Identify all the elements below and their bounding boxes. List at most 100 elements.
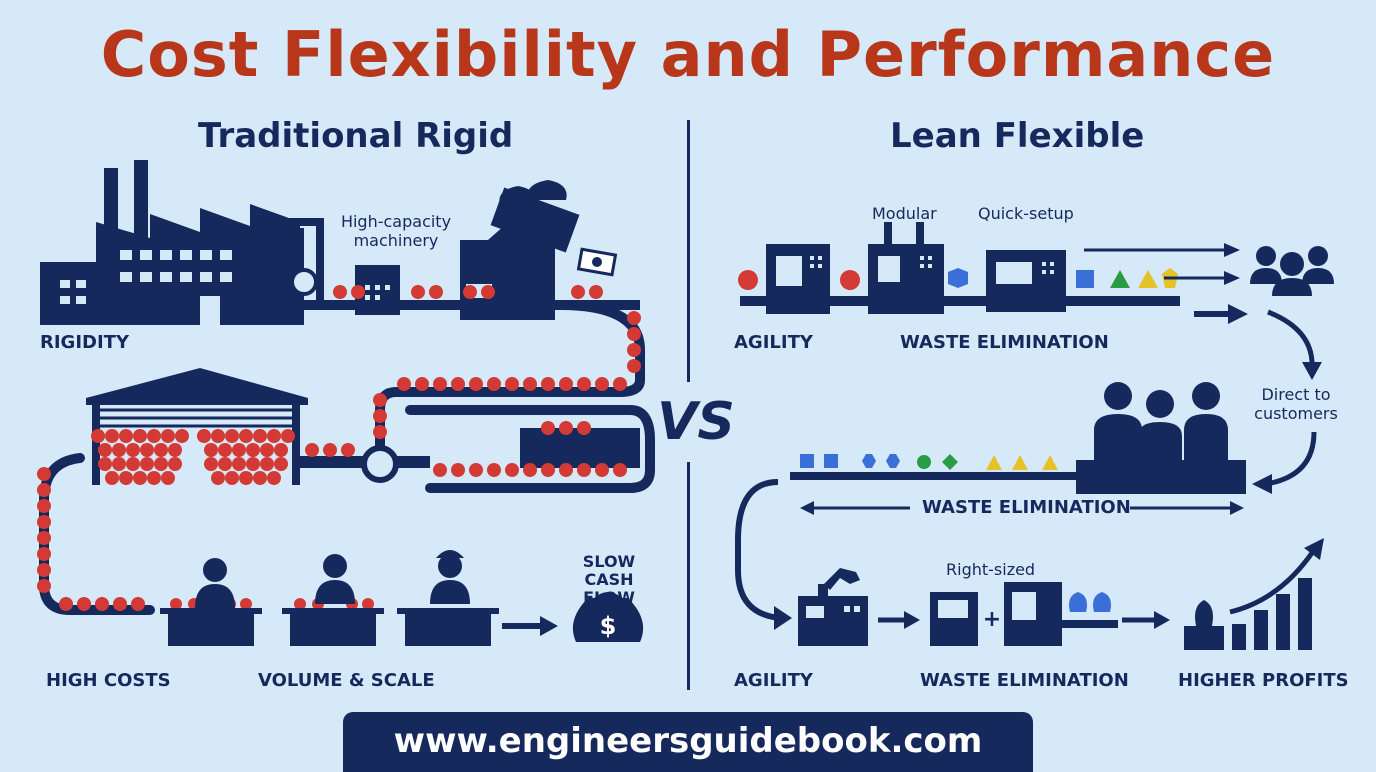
product-dot: [147, 429, 161, 443]
product-dot: [267, 471, 281, 485]
right-sized-label: Right-sized: [946, 560, 1036, 579]
colored-products: [1076, 268, 1178, 288]
workstations: [160, 608, 499, 646]
product-dot: [105, 471, 119, 485]
product-dot: [559, 463, 573, 477]
product-dot: [168, 443, 182, 457]
product-dot: [232, 443, 246, 457]
product-dot: [133, 471, 147, 485]
product-dot: [218, 457, 232, 471]
slow-cash-flow-label: SLOW CASH FLOW: [582, 552, 636, 607]
product-dot: [98, 457, 112, 471]
product-dot: [613, 377, 627, 391]
product-dot: [239, 471, 253, 485]
product-dot: [204, 443, 218, 457]
vs-badge: VS: [656, 382, 736, 462]
product-dot: [627, 311, 641, 325]
customers-icon: [1250, 246, 1334, 296]
product-dot: [239, 429, 253, 443]
product-dot: [627, 359, 641, 373]
product-dot: [197, 429, 211, 443]
product-dot: [274, 443, 288, 457]
pulley-icon: [361, 445, 399, 483]
product-dot: [373, 425, 387, 439]
money-bags-icon: [490, 180, 580, 253]
product-dot: [37, 547, 51, 561]
product-dot: [204, 457, 218, 471]
product-dot: [281, 429, 295, 443]
product-dot: [451, 463, 465, 477]
product-dot: [126, 457, 140, 471]
product-dot: [240, 598, 252, 610]
money-bags-small-icon: [1069, 592, 1111, 612]
product-dot: [469, 463, 483, 477]
product-dot: [260, 457, 274, 471]
warehouse-icon: [86, 368, 308, 485]
svg-text:$: $: [600, 612, 617, 640]
product-dot: [37, 515, 51, 529]
rigidity-label: RIGIDITY: [40, 332, 129, 353]
team-icon: [1076, 382, 1246, 494]
product-dot: [559, 421, 573, 435]
svg-text:+: +: [983, 607, 1001, 632]
product-dot: [487, 377, 501, 391]
product-dot: [487, 463, 501, 477]
footer-url[interactable]: www.engineersguidebook.com: [343, 712, 1033, 772]
product-dot: [37, 579, 51, 593]
product-dot: [373, 393, 387, 407]
product-dot: [323, 443, 337, 457]
product-dot: [627, 343, 641, 357]
product-dot: [168, 457, 182, 471]
page-title: Cost Flexibility and Performance: [100, 18, 1276, 91]
product-dot: [218, 443, 232, 457]
product-dot: [95, 597, 109, 611]
product-dot: [541, 377, 555, 391]
product-dot: [523, 377, 537, 391]
profit-chart-icon: [1184, 538, 1324, 650]
curved-arrow-down: [1252, 309, 1322, 494]
product-dot: [112, 457, 126, 471]
inventory-items: [37, 285, 641, 611]
product-dot: [112, 443, 126, 457]
product-dot: [577, 463, 591, 477]
product-dot: [37, 483, 51, 497]
product-dot: [211, 471, 225, 485]
modular-label: Modular: [872, 204, 937, 223]
product-dot: [246, 443, 260, 457]
product-dot: [246, 457, 260, 471]
quick-setup-label: Quick-setup: [978, 204, 1074, 223]
product-dot: [126, 443, 140, 457]
product-dot: [305, 443, 319, 457]
product-dot: [161, 429, 175, 443]
product-dot: [362, 598, 374, 610]
product-dot: [577, 421, 591, 435]
waste-elimination-bottom: WASTE ELIMINATION: [920, 670, 1129, 691]
product-dot: [613, 463, 627, 477]
product-dot: [131, 597, 145, 611]
product-dot: [481, 285, 495, 299]
arrows-to-customers: [1084, 243, 1248, 324]
arrow-right-icon: [502, 616, 558, 636]
product-dot: [541, 421, 555, 435]
product-dot: [175, 429, 189, 443]
product-dot: [433, 463, 447, 477]
product-dot: [577, 377, 591, 391]
arrow-right-icon: [878, 611, 1170, 629]
product-dot: [595, 377, 609, 391]
left-heading: Traditional Rigid: [198, 116, 514, 156]
product-dot: [260, 443, 274, 457]
product-dot: [98, 443, 112, 457]
product-dot: [211, 429, 225, 443]
product-dot: [147, 471, 161, 485]
product-dot: [140, 457, 154, 471]
product-dot: [451, 377, 465, 391]
product-dot: [469, 377, 483, 391]
machinery-note: High-capacity machinery: [340, 212, 452, 250]
product-dot: [154, 457, 168, 471]
product-dot: [37, 467, 51, 481]
higher-profits-label: HIGHER PROFITS: [1178, 670, 1349, 691]
volume-scale-label: VOLUME & SCALE: [258, 670, 435, 691]
product-dot: [253, 471, 267, 485]
product-dot: [161, 471, 175, 485]
